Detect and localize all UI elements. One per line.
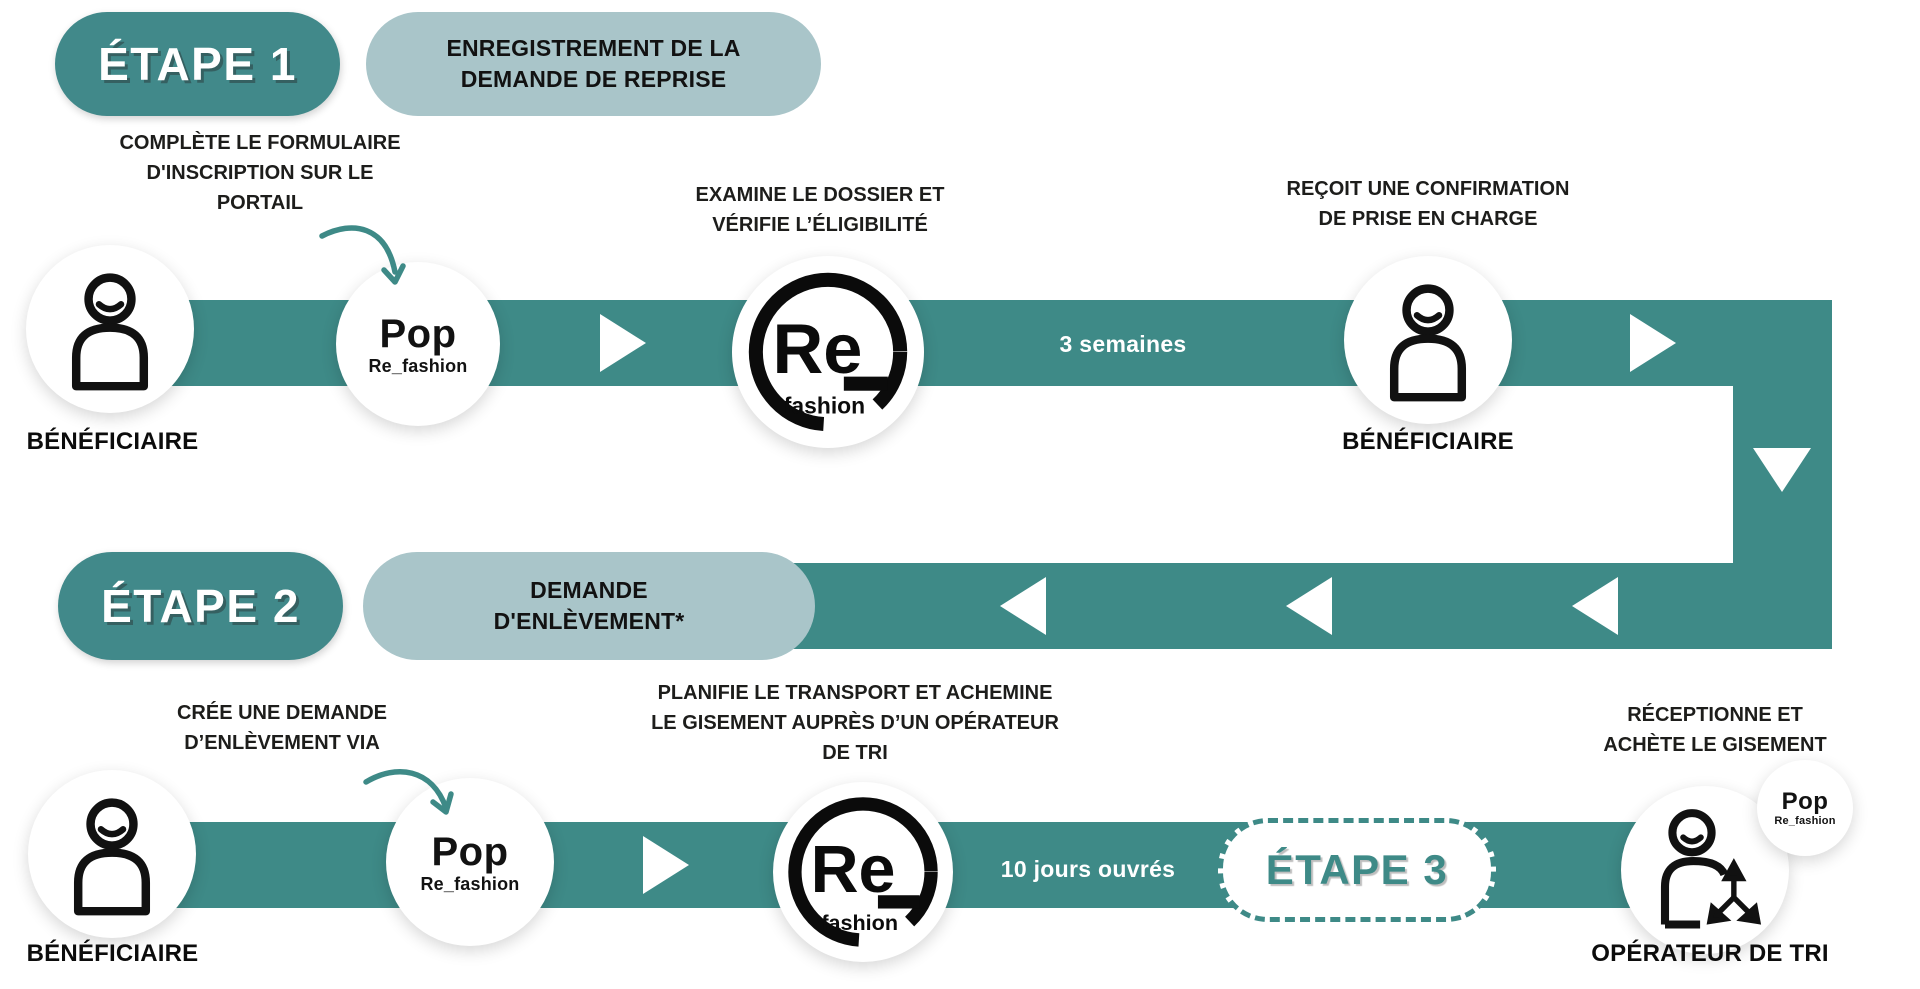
pop-portal-logo-1: Pop Re_fashion — [336, 262, 500, 426]
refashion-logo-icon: Re fashion — [788, 797, 938, 947]
beneficiary-avatar-3 — [28, 770, 196, 938]
label-beneficiaire-2: BÉNÉFICIAIRE — [1342, 428, 1514, 455]
arrow-right-icon — [600, 314, 646, 372]
pop-logo-subtitle: Re_fashion — [368, 355, 468, 376]
pop-logo-subtitle: Re_fashion — [1774, 814, 1836, 827]
note-receptionne-achete: RÉCEPTIONNE ET ACHÈTE LE GISEMENT — [1603, 704, 1827, 756]
arrow-right-icon — [1630, 314, 1676, 372]
beneficiary-avatar-1 — [26, 245, 194, 413]
beneficiary-avatar-2 — [1344, 256, 1512, 424]
note-recoit-confirmation: REÇOIT UNE CONFIRMATION DE PRISE EN CHAR… — [1286, 178, 1570, 230]
refashion-logo-icon: Re fashion — [748, 272, 908, 432]
person-icon — [73, 798, 151, 916]
step1-title-text: ENREGISTREMENT DE LA DEMANDE DE REPRISE — [446, 34, 741, 92]
pop-refashion-logo: Pop Re_fashion — [1774, 787, 1836, 827]
step2-title-text: DEMANDE D'ENLÈVEMENT* — [493, 576, 685, 634]
refashion-logo-1: Re fashion — [732, 256, 924, 448]
person-icon — [1389, 284, 1467, 402]
pop-badge-logo: Pop Re_fashion — [1757, 760, 1853, 856]
three-way-arrow-icon — [1706, 857, 1761, 925]
arrow-left-icon — [1286, 577, 1332, 635]
step1-title-pill: ENREGISTREMENT DE LA DEMANDE DE REPRISE — [366, 12, 821, 116]
pop-portal-logo-2: Pop Re_fashion — [386, 778, 554, 946]
re-logo-title: Re — [811, 833, 896, 907]
pop-logo-title: Pop — [431, 829, 509, 874]
arrow-down-icon — [1753, 448, 1811, 492]
pop-logo-title: Pop — [1781, 787, 1829, 815]
duration-step2: 10 jours ouvrés — [1000, 856, 1176, 882]
re-logo-title: Re — [772, 309, 862, 388]
sorting-operator-icon — [1660, 808, 1761, 929]
re-logo-subtitle: fashion — [821, 910, 898, 935]
pop-logo-subtitle: Re_fashion — [420, 873, 520, 894]
duration-step1: 3 semaines — [1059, 331, 1187, 357]
step1-badge-pill: ÉTAPE 1 — [55, 12, 340, 116]
person-icon — [71, 273, 149, 391]
note-planifie-transport: PLANIFIE LE TRANSPORT ET ACHEMINE LE GIS… — [651, 682, 1059, 764]
flow-band-return — [680, 563, 1832, 649]
arrow-left-icon — [1000, 577, 1046, 635]
curved-arrow-icon — [318, 220, 413, 295]
re-logo-subtitle: fashion — [784, 393, 865, 419]
re-logo-underscore — [877, 895, 920, 909]
refashion-logo-2: Re fashion — [773, 782, 953, 962]
label-operateur-de-tri: OPÉRATEUR DE TRI — [1591, 940, 1829, 967]
label-beneficiaire-1: BÉNÉFICIAIRE — [26, 428, 199, 455]
note-examine-dossier: EXAMINE LE DOSSIER ET VÉRIFIE L’ÉLIGIBIL… — [695, 184, 945, 236]
pop-refashion-logo: Pop Re_fashion — [420, 832, 519, 893]
pop-logo-title: Pop — [379, 311, 457, 356]
step3-badge-pill: ÉTAPE 3 — [1218, 818, 1496, 922]
note-cree-demande: CRÉE UNE DEMANDE D’ENLÈVEMENT VIA — [176, 702, 388, 754]
label-beneficiaire-3: BÉNÉFICIAIRE — [26, 940, 199, 967]
curved-arrow-icon — [360, 764, 460, 833]
step2-badge-pill: ÉTAPE 2 — [58, 552, 343, 660]
pop-refashion-logo: Pop Re_fashion — [368, 314, 467, 375]
re-logo-underscore — [843, 376, 888, 391]
arrow-left-icon — [1572, 577, 1618, 635]
step2-title-pill: DEMANDE D'ENLÈVEMENT* — [363, 552, 815, 660]
arrow-right-icon — [643, 836, 689, 894]
note-complete-formulaire: COMPLÈTE LE FORMULAIRE D'INSCRIPTION SUR… — [119, 132, 401, 214]
